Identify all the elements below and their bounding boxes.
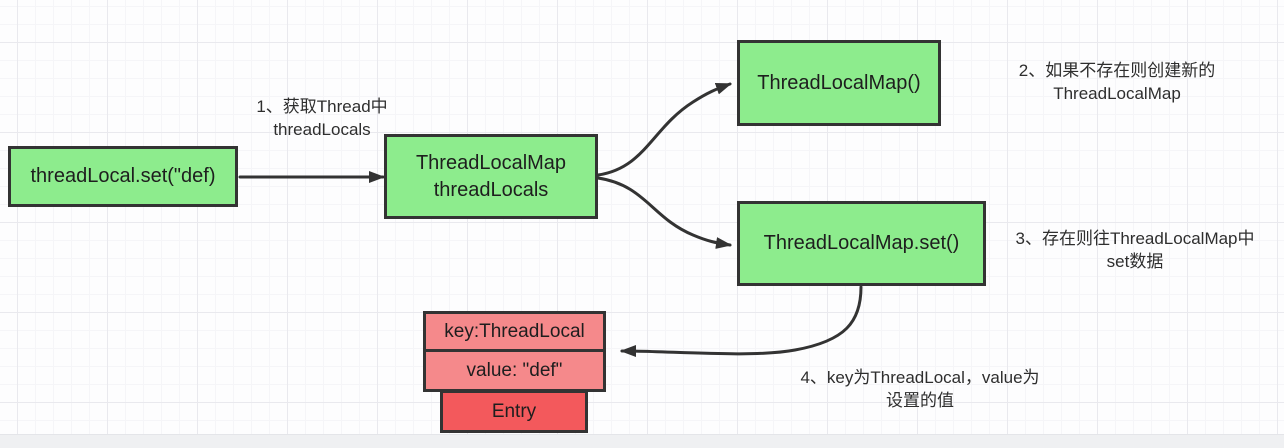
node-entry-value: value: "def"	[423, 349, 606, 392]
annotation-line2: 设置的值	[886, 391, 954, 410]
annotation-line1: 2、如果不存在则创建新的	[1018, 61, 1216, 80]
annotation-line2: threadLocals	[273, 120, 371, 139]
node-threadlocals: ThreadLocalMap threadLocals	[384, 134, 598, 219]
annotation-step1: 1、获取Thread中 threadLocals	[222, 95, 422, 141]
annotation-step3: 3、存在则往ThreadLocalMap中 set数据	[986, 227, 1284, 273]
annotation-line2: set数据	[1106, 252, 1164, 271]
node-threadlocal-set: threadLocal.set("def)	[8, 146, 238, 207]
node-entry-key: key:ThreadLocal	[423, 311, 606, 352]
annotation-line1: 1、获取Thread中	[256, 97, 388, 116]
node-threadlocalmap-set: ThreadLocalMap.set()	[737, 201, 986, 286]
arrow-map-set-to-entry	[620, 285, 863, 358]
annotation-step4: 4、key为ThreadLocal，value为 设置的值	[740, 366, 1100, 412]
node-label-line1: ThreadLocalMap	[415, 151, 567, 174]
node-threadlocalmap-new: ThreadLocalMap()	[737, 40, 941, 126]
annotation-line2: ThreadLocalMap	[1053, 84, 1181, 103]
canvas-bottom-edge	[0, 434, 1284, 448]
node-label: threadLocal.set("def)	[30, 165, 216, 187]
annotation-step2: 2、如果不存在则创建新的 ThreadLocalMap	[950, 59, 1284, 105]
arrow-threadlocals-to-map-set	[596, 176, 732, 249]
node-label: key:ThreadLocal	[444, 321, 585, 342]
annotation-line1: 3、存在则往ThreadLocalMap中	[1015, 229, 1255, 248]
node-label: ThreadLocalMap.set()	[763, 232, 960, 254]
node-label: Entry	[491, 401, 537, 422]
node-label-line2: threadLocals	[433, 178, 549, 201]
node-entry: Entry	[440, 390, 588, 433]
annotation-line1: 4、key为ThreadLocal，value为	[800, 368, 1040, 387]
node-label: ThreadLocalMap()	[757, 71, 921, 94]
node-label: value: "def"	[466, 360, 563, 381]
arrow-threadlocals-to-new-map	[596, 82, 732, 177]
